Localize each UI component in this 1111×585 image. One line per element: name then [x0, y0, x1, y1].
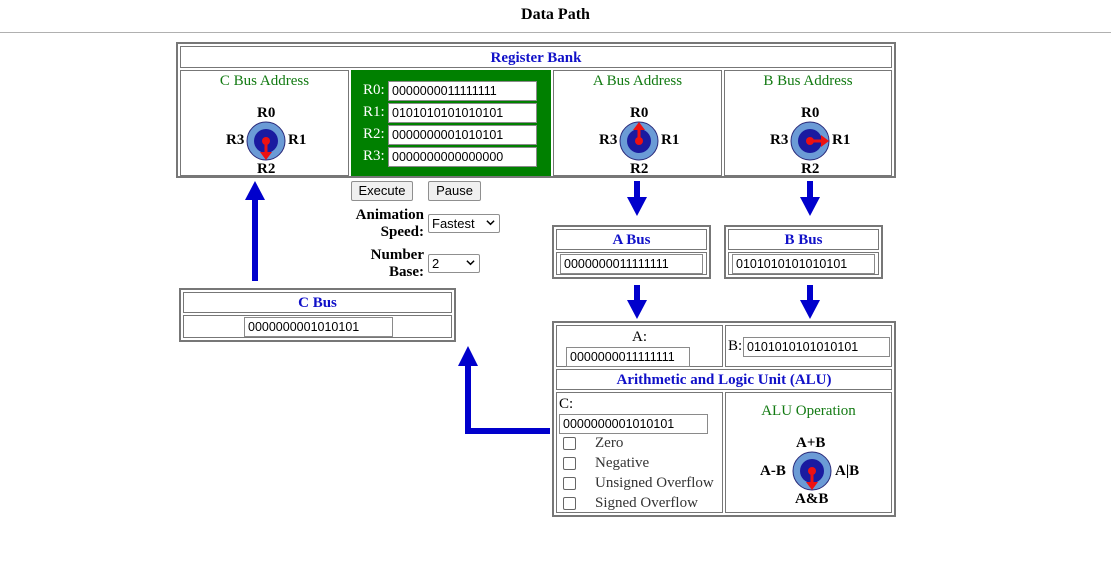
- a-bus-knob-r3-label: R3: [599, 132, 618, 148]
- alu-a-value-field[interactable]: 0000000011111111: [566, 347, 690, 367]
- alu-op-or-label: A|B: [835, 463, 860, 479]
- a-bus-value-field[interactable]: 0000000011111111: [560, 254, 703, 274]
- alu-op-add-label: A+B: [796, 435, 826, 451]
- number-base-label-line2: Base:: [389, 264, 424, 280]
- zero-flag-label: Zero: [595, 435, 624, 451]
- register-to-b-bus-arrow: [800, 181, 820, 216]
- register-to-a-bus-arrow: [627, 181, 647, 216]
- a-bus-knob-r2-label: R2: [630, 161, 649, 177]
- unsigned-overflow-flag-checkbox[interactable]: [563, 477, 576, 490]
- alu-b-label: B:: [728, 338, 743, 354]
- c-bus-address-cell: C Bus Address R0 R1 R2 R3: [180, 70, 349, 177]
- b-bus-knob-r3-label: R3: [770, 132, 789, 148]
- alu-op-and-label: A&B: [795, 491, 829, 507]
- alu-operation-cell: ALU Operation A+B A|B A&B A-B: [725, 392, 892, 513]
- register-r3-label: R3:: [363, 148, 385, 164]
- number-base-label: Number Base:: [330, 247, 424, 281]
- b-bus-to-alu-arrow: [800, 285, 820, 319]
- alu-a-input-cell: A: 0000000011111111: [556, 325, 723, 367]
- c-bus-address-label: C Bus Address: [219, 73, 310, 89]
- alu-c-label: C:: [559, 396, 574, 412]
- alu-output-cell: C: 0000000001010101 Zero Negative Unsign…: [556, 392, 723, 513]
- a-bus-to-alu-arrow: [627, 285, 647, 319]
- register-r0-field[interactable]: 0000000011111111: [388, 81, 537, 101]
- register-r2-label: R2:: [363, 126, 385, 142]
- c-bus-knob-r0-label: R0: [257, 105, 276, 121]
- b-bus-box: B Bus 0101010101010101: [724, 225, 883, 279]
- animation-speed-label-line1: Animation: [355, 207, 424, 223]
- title-divider: [0, 32, 1111, 33]
- animation-speed-value: Fastest: [432, 216, 475, 231]
- a-bus-value-cell: 0000000011111111: [556, 252, 707, 275]
- c-bus-value-cell: 0000000001010101: [183, 315, 452, 338]
- a-bus-address-knob[interactable]: [619, 121, 659, 161]
- animation-speed-label: Animation Speed:: [330, 207, 424, 241]
- execute-button[interactable]: Execute: [351, 181, 413, 201]
- signed-overflow-flag-label: Signed Overflow: [595, 495, 698, 511]
- negative-flag-checkbox[interactable]: [563, 457, 576, 470]
- pause-button[interactable]: Pause: [428, 181, 481, 201]
- number-base-label-line1: Number: [370, 247, 424, 263]
- b-bus-address-label: B Bus Address: [763, 73, 853, 89]
- b-bus-title: B Bus: [728, 229, 879, 250]
- alu-operation-knob[interactable]: [792, 451, 832, 491]
- c-bus-to-register-arrow: [245, 181, 265, 281]
- register-r1-field[interactable]: 0101010101010101: [388, 103, 537, 123]
- b-bus-value-field[interactable]: 0101010101010101: [732, 254, 875, 274]
- a-bus-title: A Bus: [556, 229, 707, 250]
- c-bus-knob-r3-label: R3: [226, 132, 245, 148]
- a-bus-knob-r0-label: R0: [630, 105, 649, 121]
- register-r2-field[interactable]: 0000000001010101: [388, 125, 537, 145]
- chevron-down-icon: [466, 260, 475, 266]
- alu-to-c-bus-arrow: [458, 346, 550, 434]
- alu-c-value-field[interactable]: 0000000001010101: [559, 414, 708, 434]
- negative-flag-label: Negative: [595, 455, 650, 471]
- c-bus-value-field[interactable]: 0000000001010101: [244, 317, 393, 337]
- register-r0-label: R0:: [363, 82, 385, 98]
- a-bus-address-cell: A Bus Address R0 R1 R2 R3: [553, 70, 722, 177]
- b-bus-address-cell: B Bus Address R0 R1 R2 R3: [724, 70, 892, 177]
- alu-title: Arithmetic and Logic Unit (ALU): [556, 369, 892, 390]
- alu-b-input-cell: B: 0101010101010101: [725, 325, 892, 367]
- animation-speed-select[interactable]: Fastest: [428, 214, 500, 233]
- b-bus-knob-r2-label: R2: [801, 161, 820, 177]
- chevron-down-icon: [486, 220, 495, 226]
- b-bus-address-knob[interactable]: [790, 121, 830, 161]
- alu-op-sub-label: A-B: [760, 463, 786, 479]
- c-bus-box: C Bus 0000000001010101: [179, 288, 456, 342]
- b-bus-knob-r0-label: R0: [801, 105, 820, 121]
- a-bus-address-label: A Bus Address: [592, 73, 683, 89]
- zero-flag-checkbox[interactable]: [563, 437, 576, 450]
- alu-b-value-field[interactable]: 0101010101010101: [743, 337, 890, 357]
- number-base-select[interactable]: 2: [428, 254, 480, 273]
- signed-overflow-flag-checkbox[interactable]: [563, 497, 576, 510]
- alu-a-label: A:: [632, 329, 647, 345]
- b-bus-knob-r1-label: R1: [832, 132, 851, 148]
- c-bus-knob-r1-label: R1: [288, 132, 307, 148]
- number-base-value: 2: [432, 256, 440, 271]
- alu-box: A: 0000000011111111 B: 0101010101010101 …: [552, 321, 896, 517]
- register-bank: Register Bank C Bus Address R0 R1 R2 R3 …: [176, 42, 896, 178]
- b-bus-value-cell: 0101010101010101: [728, 252, 879, 275]
- c-bus-address-knob[interactable]: [246, 121, 286, 161]
- c-bus-title: C Bus: [183, 292, 452, 313]
- register-panel: R0: 0000000011111111 R1: 010101010101010…: [351, 70, 551, 176]
- register-bank-title: Register Bank: [180, 46, 892, 68]
- register-r1-label: R1:: [363, 104, 385, 120]
- unsigned-overflow-flag-label: Unsigned Overflow: [595, 475, 714, 491]
- page-title: Data Path: [521, 6, 590, 23]
- c-bus-knob-r2-label: R2: [257, 161, 276, 177]
- animation-speed-label-line2: Speed:: [380, 224, 424, 240]
- alu-operation-label: ALU Operation: [761, 403, 856, 419]
- register-r3-field[interactable]: 0000000000000000: [388, 147, 537, 167]
- a-bus-knob-r1-label: R1: [661, 132, 680, 148]
- a-bus-box: A Bus 0000000011111111: [552, 225, 711, 279]
